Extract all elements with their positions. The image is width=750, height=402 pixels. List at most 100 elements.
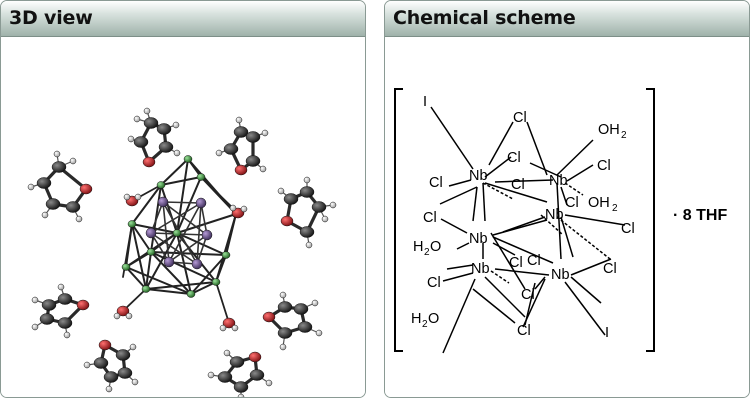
- atom-label-nb: Nb: [469, 231, 488, 247]
- bond: [145, 281, 217, 290]
- hydrogen-atom: [31, 296, 39, 304]
- atom-label-cl: Cl: [427, 275, 441, 291]
- panel-header: Chemical scheme: [385, 1, 749, 37]
- chlorine-atom: [156, 181, 166, 189]
- atom-label-h2o-h: H: [413, 239, 423, 255]
- atom-label-cl: Cl: [565, 195, 579, 211]
- oxygen-atom: [262, 311, 276, 323]
- carbon-atom: [36, 177, 52, 189]
- niobium-atom: [157, 196, 169, 208]
- atom-label-cl: Cl: [517, 323, 531, 339]
- carbon-atom: [143, 117, 159, 129]
- carbon-atom: [277, 301, 293, 313]
- bond: [162, 201, 202, 204]
- left-bracket: [394, 88, 403, 352]
- carbon-atom: [233, 126, 249, 138]
- carbon-atom: [115, 349, 131, 361]
- hydrogen-atom: [259, 165, 267, 173]
- bond: [125, 266, 147, 290]
- panel-body: I Cl OH 2 Nb Cl Nb Cl Cl Cl Cl Cl Nb OH …: [385, 37, 749, 397]
- bond: [190, 281, 217, 295]
- chlorine-atom: [141, 285, 151, 293]
- chlorine-atom: [211, 278, 221, 286]
- atom-label-h2o-o: O: [428, 311, 439, 327]
- atom-label-cl: Cl: [527, 253, 541, 269]
- bond: [125, 266, 192, 295]
- atom-label-cl: Cl: [511, 177, 525, 193]
- hydrogen-atom: [27, 183, 35, 191]
- atom-label-cl: Cl: [521, 287, 535, 303]
- hydrogen-atom: [279, 291, 287, 299]
- carbon-atom: [103, 371, 119, 383]
- hydrogen-atom: [127, 135, 135, 143]
- carbon-atom: [245, 131, 261, 143]
- hydrogen-atom: [303, 176, 311, 184]
- panel-header: 3D view: [1, 1, 365, 37]
- oxygen-atom: [79, 183, 93, 195]
- hydrogen-atom: [311, 299, 319, 307]
- bond: [150, 251, 217, 283]
- niobium-atom: [191, 258, 203, 270]
- carbon-atom: [245, 155, 261, 167]
- hydrogen-atom: [113, 312, 121, 320]
- carbon-atom: [51, 161, 67, 173]
- hydrogen-atom: [173, 149, 181, 157]
- carbon-atom: [93, 357, 109, 369]
- hydrogen-atom: [123, 193, 131, 201]
- carbon-atom: [217, 371, 233, 383]
- hydrogen-atom: [223, 349, 231, 357]
- bond: [176, 176, 202, 234]
- molecule-3d-render: [27, 107, 337, 397]
- atom-label-i: I: [423, 94, 427, 110]
- oxygen-atom: [142, 156, 156, 168]
- hydrogen-atom: [69, 157, 77, 165]
- bond: [196, 202, 202, 265]
- atom-label-cl: Cl: [513, 110, 527, 126]
- chlorine-atom: [121, 263, 131, 271]
- hydrogen-atom: [219, 324, 227, 332]
- atom-label-cl: Cl: [429, 175, 443, 191]
- carbon-atom: [277, 327, 293, 339]
- hydrogen-atom: [215, 149, 223, 157]
- atom-label-h2o-subscript: 2: [424, 247, 430, 258]
- chlorine-atom: [127, 220, 137, 228]
- carbon-atom: [299, 186, 315, 198]
- atom-label-nb: Nb: [551, 267, 570, 283]
- bond: [160, 184, 178, 234]
- bond: [125, 251, 152, 268]
- niobium-atom: [201, 229, 213, 241]
- bond: [176, 158, 189, 234]
- niobium-atom: [195, 197, 207, 209]
- hydrogen-atom: [237, 393, 245, 397]
- atom-label-h2o-h: H: [411, 311, 421, 327]
- bond: [168, 202, 202, 263]
- chlorine-atom: [172, 229, 182, 237]
- panel-title: 3D view: [9, 7, 93, 29]
- atom-label-cl: Cl: [621, 221, 635, 237]
- atom-label-nb: Nb: [545, 207, 564, 223]
- hydrogen-atom: [143, 107, 151, 115]
- hydrogen-atom: [315, 329, 323, 337]
- panel-chemical-scheme: Chemical scheme: [384, 0, 750, 398]
- panel-title: Chemical scheme: [393, 7, 576, 29]
- bond: [200, 202, 208, 236]
- hydrogen-atom: [240, 205, 248, 213]
- bond: [150, 201, 164, 234]
- hydrogen-atom: [265, 379, 273, 387]
- bond: [225, 213, 237, 256]
- carbon-atom: [117, 367, 133, 379]
- bond: [150, 251, 192, 295]
- hydrogen-atom: [133, 115, 141, 123]
- hydrogen-atom: [83, 361, 91, 369]
- atom-label-h2o-o: O: [430, 239, 441, 255]
- atom-label-oh2: OH: [598, 122, 620, 138]
- hydrogen-atom: [134, 193, 142, 201]
- atom-label-cl: Cl: [603, 261, 617, 277]
- carbon-atom: [41, 299, 57, 311]
- atom-label-cl: Cl: [507, 150, 521, 166]
- bond: [131, 223, 152, 253]
- carbon-atom: [283, 193, 299, 205]
- hydrogen-atom: [125, 312, 133, 320]
- hydrogen-atom: [53, 150, 61, 158]
- hydrogen-atom: [277, 187, 285, 195]
